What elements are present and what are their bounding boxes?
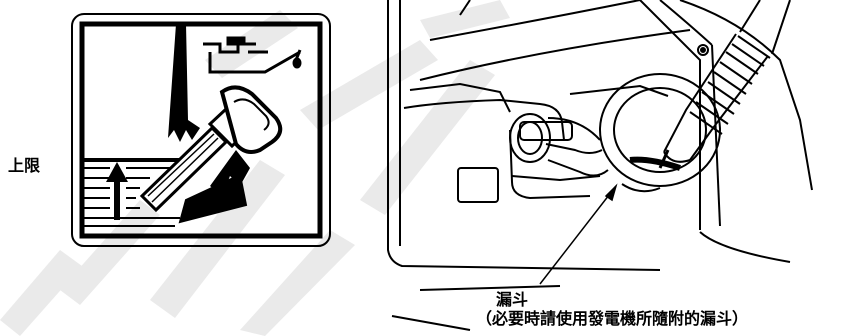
funnel-note: （必要時請使用發電機所隨附的漏斗） (476, 309, 749, 328)
arrow-up-icon (106, 162, 128, 220)
watermark (0, 0, 510, 336)
oil-hose (658, 0, 791, 169)
oil-can-icon (203, 36, 302, 74)
dipstick-icon (139, 85, 283, 213)
oil-level-label-box (71, 13, 331, 247)
funnel-leader-line (539, 183, 618, 285)
funnel-icon (545, 73, 721, 193)
upper-limit-label: 上限 (8, 156, 41, 175)
oil-fill-port (509, 113, 601, 200)
generator-panel (387, 0, 813, 331)
funnel-label: 漏斗 (496, 290, 529, 309)
